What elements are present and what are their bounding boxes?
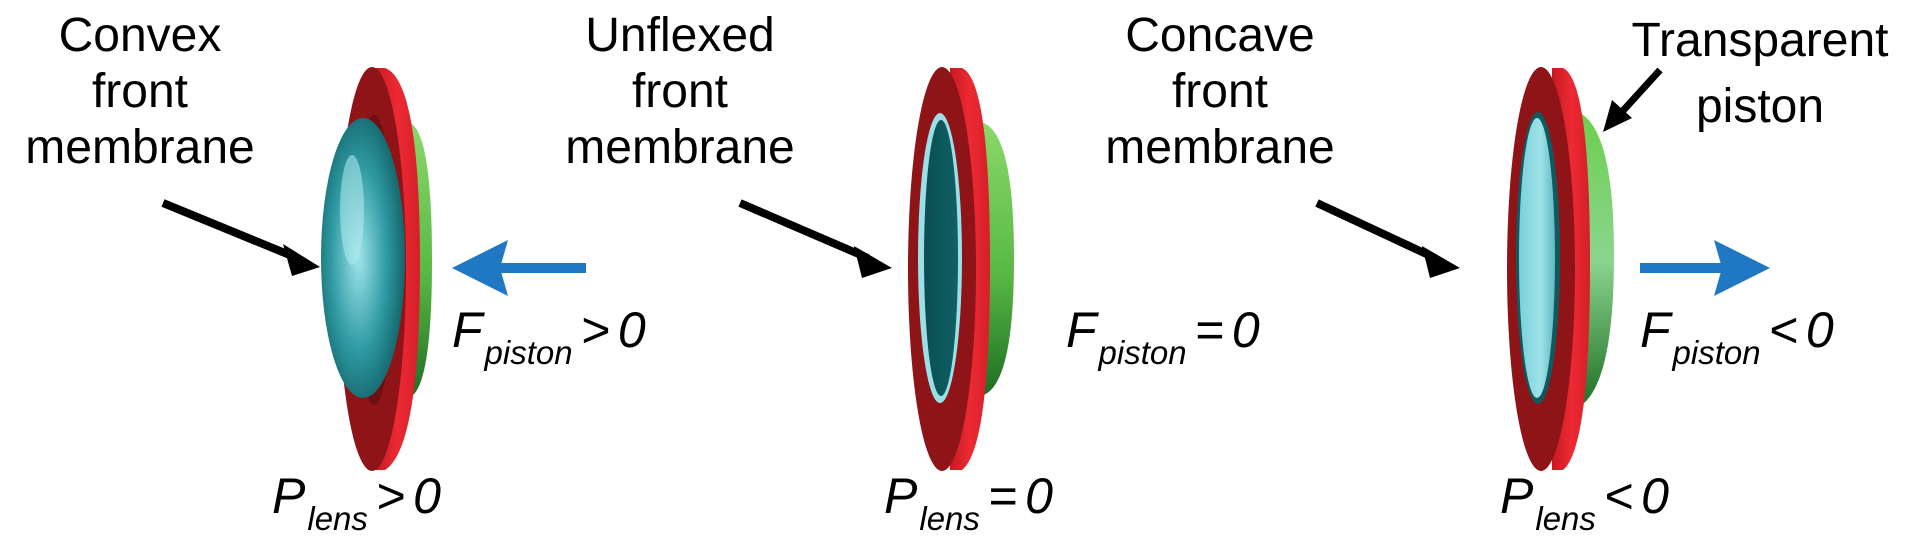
label-line: membrane	[565, 121, 795, 174]
arrow-head	[283, 244, 320, 276]
formula-p-lens-concave: Plens<0	[1500, 468, 1669, 537]
label-line: membrane	[1105, 121, 1335, 174]
formula-f-piston-concave: Fpiston<0	[1640, 302, 1834, 371]
front-membrane	[924, 120, 958, 396]
front-membrane	[1519, 118, 1555, 398]
pointer-arrow-unflexed	[738, 199, 870, 262]
pointer-arrow-piston	[1617, 67, 1663, 117]
formula-f-piston-convex: Fpiston>0	[452, 302, 646, 371]
front-membrane	[321, 118, 405, 398]
arrow-right-icon	[1640, 240, 1770, 296]
arrow-left-icon	[452, 240, 586, 296]
label-line: piston	[1695, 80, 1825, 133]
label-transparent-piston: Transparent piston	[1610, 8, 1910, 140]
arrow-head	[1603, 100, 1632, 132]
pointer-arrow-convex	[161, 199, 299, 262]
label-line: Transparent	[1631, 14, 1889, 67]
formula-f-piston-unflexed: Fpiston=0	[1066, 302, 1260, 371]
label-line: Convex	[58, 9, 222, 62]
lens-assembly-concave	[1507, 67, 1614, 471]
formula-p-lens-convex: Plens>0	[272, 468, 441, 537]
label-line: Unflexed	[585, 9, 775, 62]
arrow-head	[854, 246, 892, 278]
label-line: front	[1171, 65, 1269, 118]
label-line: Concave	[1125, 9, 1315, 62]
label-unflexed-front-membrane: Unflexed front membrane	[530, 8, 830, 176]
lens-assembly-unflexed	[908, 67, 1014, 471]
label-line: front	[91, 65, 189, 118]
formula-p-lens-unflexed: Plens=0	[884, 468, 1053, 537]
lens-assembly-convex	[321, 67, 432, 471]
label-concave-front-membrane: Concave front membrane	[1070, 8, 1370, 176]
pointer-arrow-concave	[1315, 199, 1437, 262]
arrow-head	[1422, 246, 1460, 278]
label-line: membrane	[25, 121, 255, 174]
membrane-highlight	[340, 155, 364, 265]
label-line: front	[631, 65, 729, 118]
label-convex-front-membrane: Convex front membrane	[0, 8, 280, 176]
